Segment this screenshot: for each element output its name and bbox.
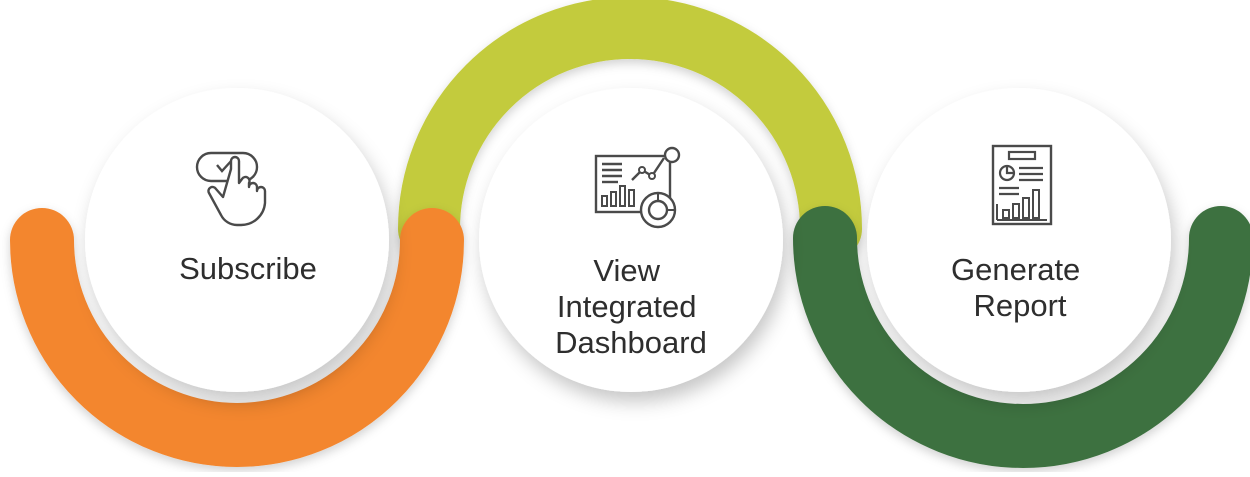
step-1-arc <box>10 208 464 467</box>
step-2-arc <box>398 0 862 260</box>
step-2-label-line-1: View <box>593 253 660 288</box>
step-2-label: View Integrated Dashboard <box>555 253 707 360</box>
step-2-card: View Integrated Dashboard <box>479 88 783 392</box>
step-1-label: Subscribe <box>179 251 317 286</box>
step-1-label-line-1: Subscribe <box>179 251 317 286</box>
step-3-label-line-1: Generate <box>951 252 1080 287</box>
step-3-card: Generate Report <box>867 88 1171 392</box>
step-2-label-line-3: Dashboard <box>555 325 707 360</box>
step-3-label-line-2: Report <box>973 288 1066 323</box>
touch-checkbox-icon <box>195 151 267 227</box>
step-3-label: Generate Report <box>951 252 1089 323</box>
report-document-icon <box>991 144 1053 226</box>
step-1-card: Subscribe <box>85 88 389 392</box>
step-3-arc <box>793 206 1250 468</box>
dashboard-analytics-icon <box>594 146 681 229</box>
step-2-label-line-2: Integrated <box>557 289 697 324</box>
